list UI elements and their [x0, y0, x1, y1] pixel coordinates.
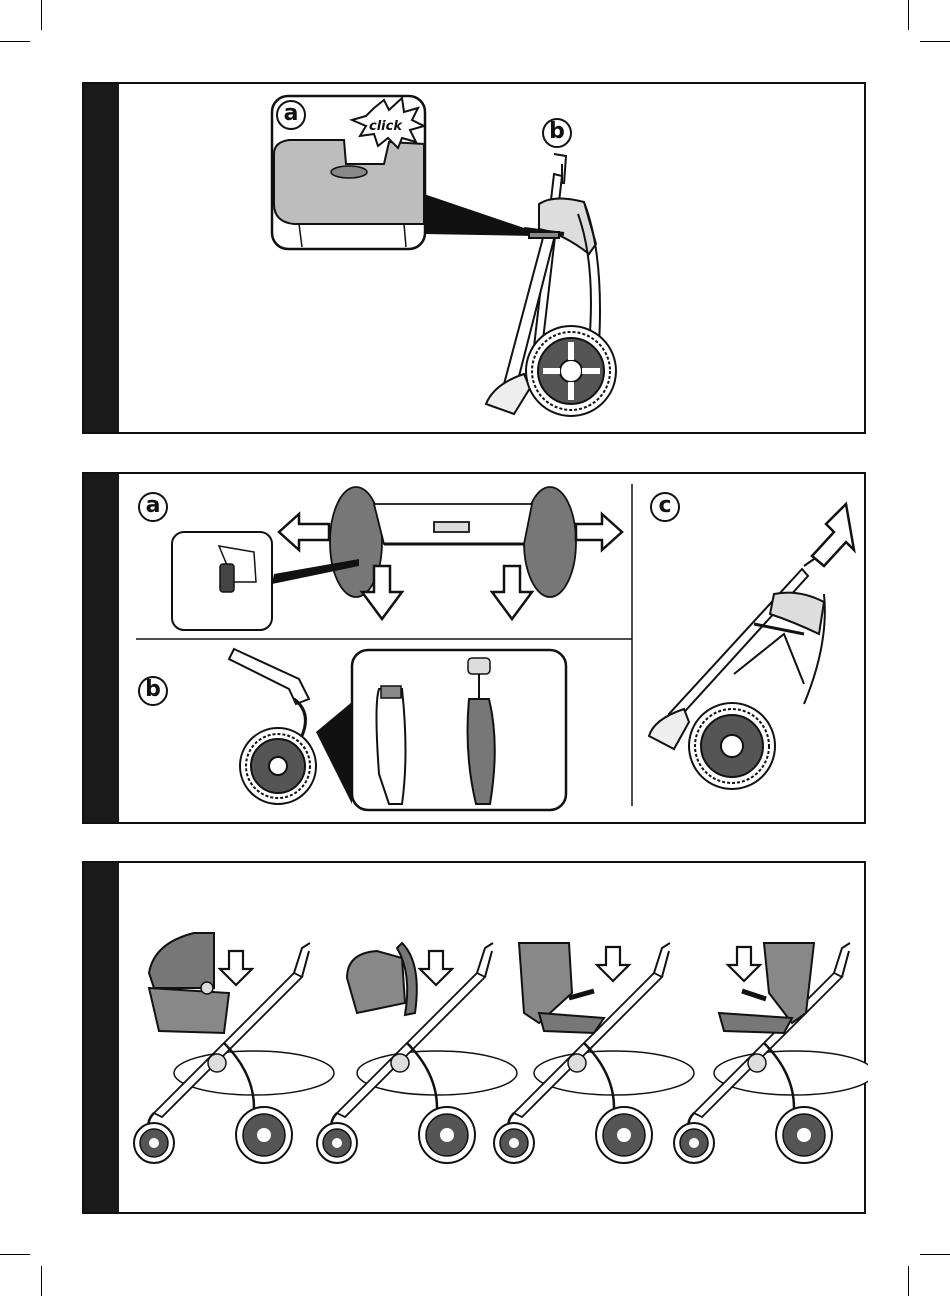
stroller-illustration — [494, 943, 694, 1163]
stroller-illustration — [674, 943, 868, 1163]
crop-mark — [920, 1254, 950, 1255]
crop-mark — [41, 1266, 42, 1296]
crop-mark — [908, 0, 909, 30]
instruction-panel-2: a b c — [82, 472, 866, 824]
wheel-illustration — [689, 703, 775, 789]
crop-mark — [920, 41, 950, 42]
step-label-b: b — [542, 118, 572, 148]
step-label-c: c — [650, 492, 680, 522]
instruction-panel-1: click a b — [82, 82, 866, 434]
step-label-a: a — [138, 492, 168, 522]
click-text: click — [369, 119, 403, 134]
instruction-panel-3 — [82, 861, 866, 1214]
crop-mark — [0, 1254, 30, 1255]
panel-1-illustration: click — [84, 84, 868, 436]
wheel-illustration — [526, 326, 616, 416]
panel-2-illustration — [84, 474, 868, 826]
step-label-b: b — [138, 676, 168, 706]
step-label-a: a — [276, 100, 306, 130]
panel-3-illustration — [84, 863, 868, 1216]
crop-mark — [908, 1266, 909, 1296]
crop-mark — [0, 41, 30, 42]
crop-mark — [41, 0, 42, 30]
stroller-illustration — [317, 943, 517, 1163]
wheel-illustration — [240, 728, 316, 804]
